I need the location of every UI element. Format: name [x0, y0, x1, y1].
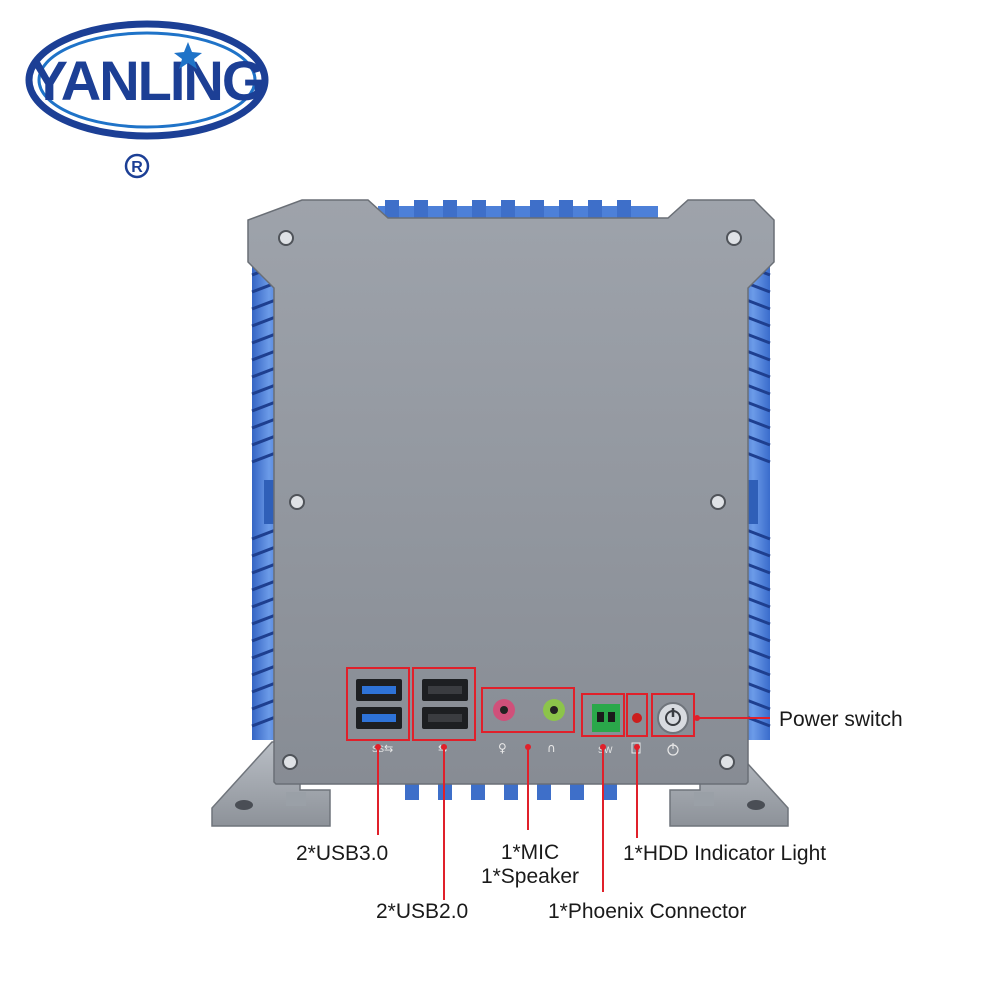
mic-label-line2: 1*Speaker: [480, 865, 580, 888]
top-heatsink-fins: [378, 200, 658, 218]
svg-text:⇆: ⇆: [384, 742, 393, 755]
logo-ellipse: [25, 20, 269, 140]
front-panel: [247, 199, 775, 785]
usb2-label: 2*USB2.0: [376, 900, 469, 923]
registered-icon: [124, 153, 150, 179]
usb3-ports: SS ⇆: [356, 679, 402, 755]
logo-text: YANLING: [31, 49, 264, 112]
panel-screws: [278, 230, 742, 770]
yanling-logo: YANLING R: [25, 20, 269, 179]
svg-text:♀: ♀: [498, 741, 507, 755]
audio-jacks: ♀ ∩: [493, 699, 565, 755]
mic-label-line1: 1*MIC: [500, 841, 560, 864]
logo-star-icon: [174, 42, 202, 69]
usb3-label: 2*USB3.0: [296, 842, 389, 865]
power-switch-label: Power switch: [779, 708, 903, 731]
bottom-heatsink-fins: [405, 782, 617, 800]
phoenix-connector-label: 1*Phoenix Connector: [548, 900, 747, 923]
mic-label: 1*MIC 1*Speaker: [470, 841, 590, 889]
phoenix-connector-port: SW: [592, 704, 620, 755]
registered-r: R: [131, 159, 143, 176]
svg-text:∩: ∩: [547, 741, 556, 755]
hdd-indicator-label: 1*HDD Indicator Light: [623, 842, 827, 865]
callout-lines: [375, 715, 770, 900]
power-button: [657, 702, 689, 756]
logo-inner-ellipse: [37, 31, 257, 129]
highlight-boxes: [346, 667, 695, 741]
svg-text:SW: SW: [598, 745, 613, 755]
